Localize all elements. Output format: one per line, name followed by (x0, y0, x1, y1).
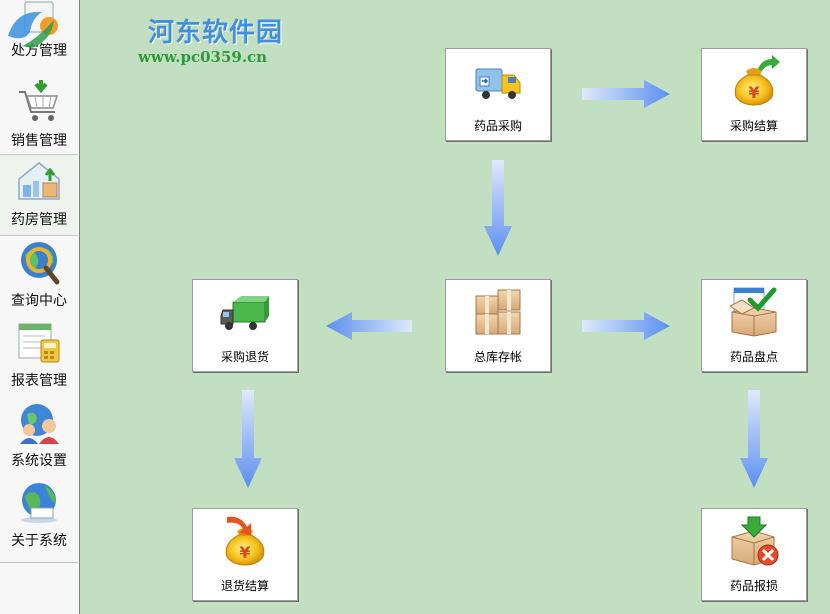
inventory-check-button[interactable]: 药品盘点 (701, 279, 807, 372)
sidebar-item-pharmacy[interactable]: 药房管理 (0, 154, 78, 236)
money-bag-return-icon: ¥ (225, 516, 265, 566)
flow-arrow-right-icon (582, 312, 670, 340)
svg-text:¥: ¥ (239, 543, 250, 562)
box-delete-icon (731, 516, 779, 566)
warehouse-account-button[interactable]: 总库存帐 (445, 279, 551, 372)
stacked-boxes-icon (475, 289, 521, 335)
money-bag-arrow-icon: ¥ (734, 55, 780, 106)
flow-arrow-down-icon (740, 390, 768, 488)
sidebar-item-label: 系统设置 (11, 453, 67, 469)
tile-label: 总库存帐 (473, 350, 522, 364)
tile-label: 药品报损 (729, 579, 778, 593)
sidebar-divider (0, 562, 78, 563)
globe-info-icon (21, 483, 57, 523)
sidebar-item-label: 查询中心 (11, 293, 67, 309)
purchase-settlement-button[interactable]: ¥ 采购结算 (701, 48, 807, 141)
delivery-truck-icon (475, 68, 521, 99)
tile-label: 退货结算 (220, 579, 269, 593)
tile-label: 采购退货 (220, 350, 269, 364)
svg-text:¥: ¥ (748, 83, 759, 102)
globe-search-icon (21, 242, 60, 285)
drug-purchase-button[interactable]: 药品采购 (445, 48, 551, 141)
workflow-canvas: 河东软件园 www.pc0359.cn 药品采购 ¥ 采购结算 (80, 0, 830, 614)
drug-scrap-button[interactable]: 药品报损 (701, 508, 807, 601)
tile-label: 采购结算 (729, 119, 778, 133)
sidebar: 处方管理 销售管理 药房管理 (0, 0, 80, 614)
watermark-logo-icon (8, 11, 54, 48)
sidebar-item-settings[interactable]: 系统设置 (0, 396, 78, 476)
users-settings-icon (20, 404, 59, 444)
shopping-cart-icon (19, 80, 59, 121)
sidebar-item-about[interactable]: 关于系统 (0, 476, 78, 556)
sidebar-item-sales[interactable]: 销售管理 (0, 76, 78, 156)
watermark-title: 河东软件园 (148, 18, 284, 48)
inventory-check-icon (729, 287, 777, 337)
flow-arrow-down-icon (484, 160, 512, 256)
sidebar-item-label: 药房管理 (11, 212, 67, 228)
tile-label: 药品采购 (473, 119, 522, 133)
sidebar-item-query[interactable]: 查询中心 (0, 236, 78, 316)
report-icon (18, 323, 60, 363)
return-settlement-button[interactable]: ¥ 退货结算 (192, 508, 298, 601)
sidebar-item-reports[interactable]: 报表管理 (0, 316, 78, 396)
purchase-return-button[interactable]: 采购退货 (192, 279, 298, 372)
watermark-url: www.pc0359.cn (138, 48, 268, 66)
flow-arrow-down-icon (234, 390, 262, 488)
green-truck-icon (220, 296, 269, 330)
flow-arrow-left-icon (326, 312, 412, 340)
flow-arrow-right-icon (582, 80, 670, 108)
sidebar-item-label: 销售管理 (11, 133, 67, 149)
sidebar-item-label: 报表管理 (11, 373, 67, 389)
sidebar-item-label: 关于系统 (11, 533, 67, 549)
tile-label: 药品盘点 (729, 350, 778, 364)
pharmacy-icon (18, 162, 60, 200)
sidebar-item-label: 处方管理 (11, 43, 67, 59)
